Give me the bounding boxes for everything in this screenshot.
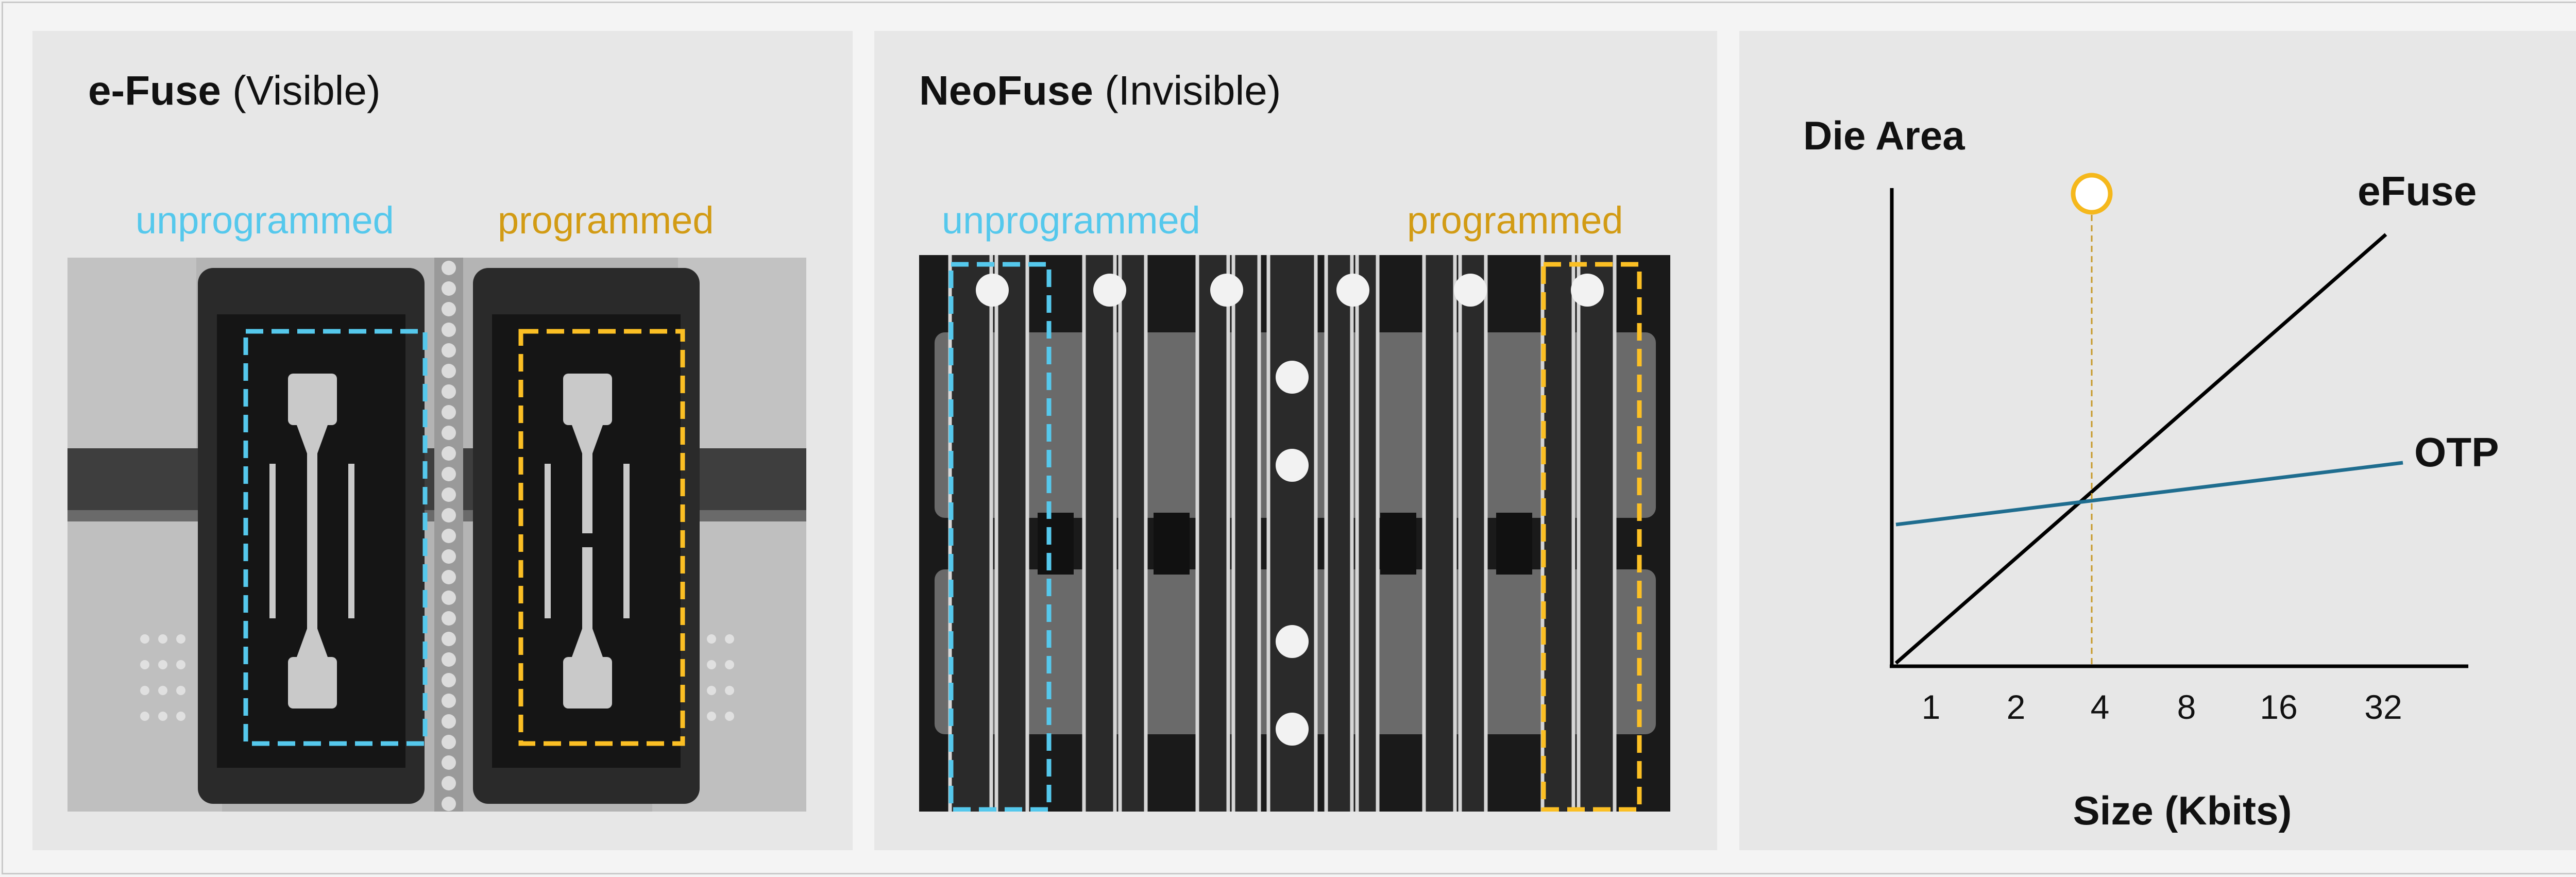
efuse-title: e-Fuse (Visible) bbox=[88, 67, 381, 114]
efuse-programmed-label: programmed bbox=[498, 199, 714, 242]
x-tick-label: 4 bbox=[2091, 688, 2110, 726]
neofuse-unprogrammed-label: unprogrammed bbox=[942, 199, 1200, 242]
efuse-series-label: eFuse bbox=[2358, 168, 2477, 214]
neofuse-title-bold: NeoFuse bbox=[919, 68, 1093, 113]
efuse-micrograph bbox=[67, 258, 806, 812]
x-axis-label: Size (Kbits) bbox=[2073, 788, 2292, 833]
x-tick-label: 32 bbox=[2364, 688, 2402, 726]
otp-series-line bbox=[1895, 461, 2403, 527]
neofuse-panel: NeoFuse (Invisible) unprogrammed program… bbox=[874, 31, 1717, 850]
efuse-title-rest: (Visible) bbox=[221, 68, 381, 113]
efuse-unprogrammed-label: unprogrammed bbox=[135, 199, 394, 242]
neofuse-programmed-label: programmed bbox=[1407, 199, 1623, 242]
otp-series-label: OTP bbox=[2414, 429, 2499, 475]
y-axis-label: Die Area bbox=[1803, 113, 1965, 158]
x-tick-label: 8 bbox=[2177, 688, 2196, 726]
x-tick-label: 1 bbox=[1922, 688, 1941, 726]
x-tick-label: 16 bbox=[2260, 688, 2297, 726]
x-tick-label: 2 bbox=[2007, 688, 2026, 726]
efuse-series-line bbox=[1894, 233, 2387, 665]
crossover-marker bbox=[2071, 173, 2113, 215]
neofuse-title: NeoFuse (Invisible) bbox=[919, 67, 1281, 114]
efuse-title-bold: e-Fuse bbox=[88, 68, 221, 113]
neofuse-micrograph bbox=[919, 255, 1670, 812]
efuse-panel: e-Fuse (Visible) unprogrammed programmed bbox=[32, 31, 853, 850]
neofuse-title-rest: (Invisible) bbox=[1093, 68, 1281, 113]
